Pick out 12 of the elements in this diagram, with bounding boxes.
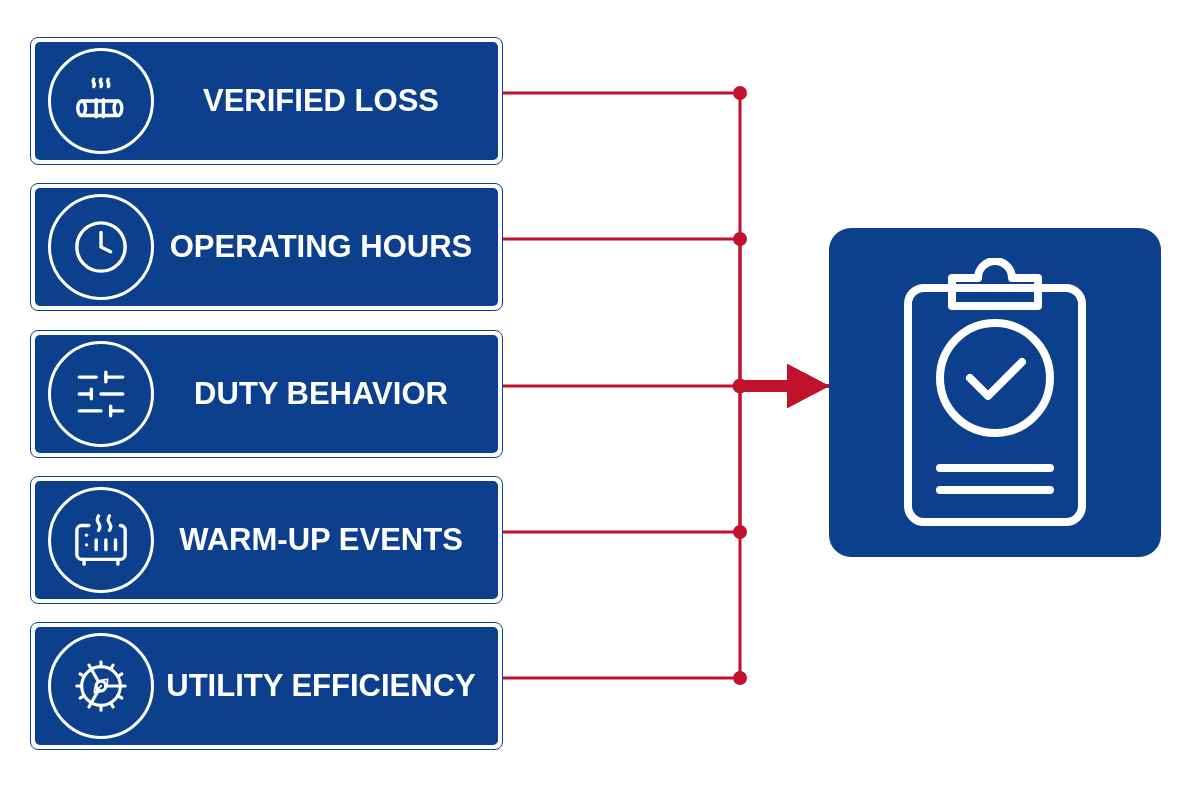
report-card <box>829 228 1161 557</box>
factor-label: WARM-UP EVENTS <box>179 520 463 559</box>
factor-box <box>30 183 503 311</box>
factor-label: VERIFIED LOSS <box>203 81 439 120</box>
factor-label: OPERATING HOURS <box>169 227 473 266</box>
connector-arrow <box>503 364 829 685</box>
factor-box <box>30 622 503 750</box>
factor-box <box>30 330 503 458</box>
factor-label: UTILITY EFFICIENCY <box>166 666 476 705</box>
factor-box <box>30 37 503 165</box>
factor-label: DUTY BEHAVIOR <box>194 374 448 413</box>
factor-box <box>30 476 503 604</box>
